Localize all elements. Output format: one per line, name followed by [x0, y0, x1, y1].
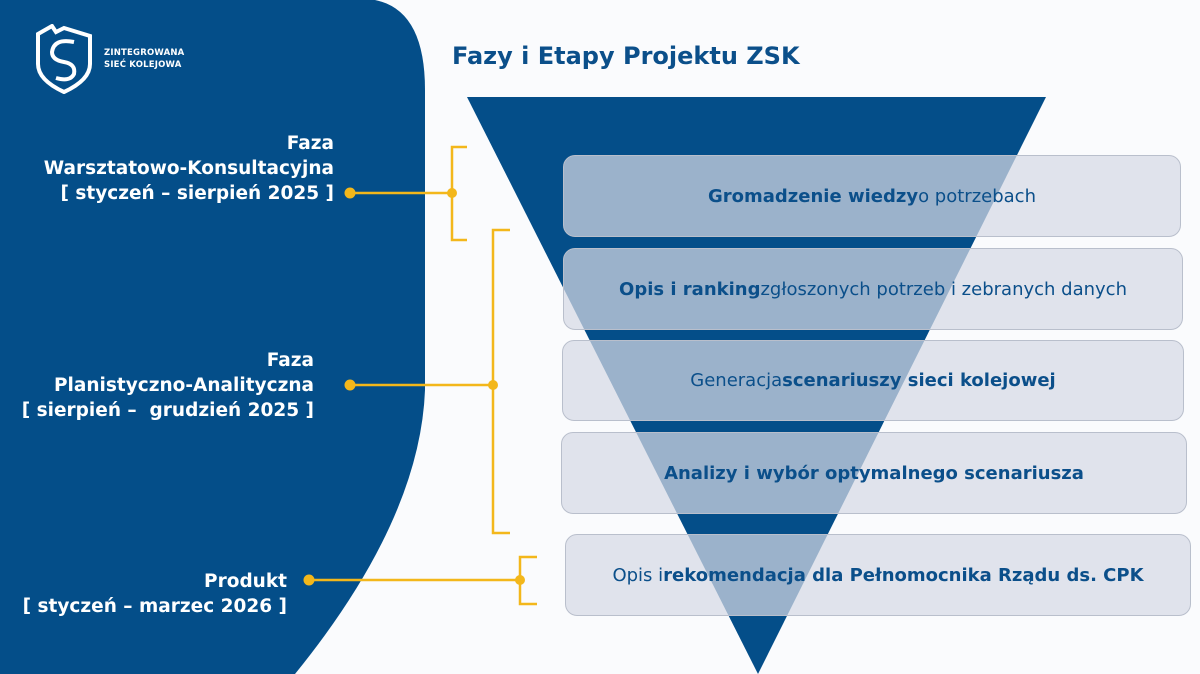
logo-line2: SIEĆ KOLEJOWA: [104, 60, 182, 70]
logo-line1: ZINTEGROWANA: [104, 48, 185, 58]
step-1: Gromadzenie wiedzy o potrzebach: [563, 155, 1181, 237]
page-title: Fazy i Etapy Projektu ZSK: [452, 42, 800, 70]
logo-shield-icon: [36, 24, 92, 94]
connector-dots: [303, 187, 525, 586]
step-4: Analizy i wybór optymalnego scenariusza: [561, 432, 1187, 514]
phase-warsztatowo: Faza Warsztatowo-Konsultacyjna [ styczeń…: [43, 133, 334, 204]
step-5: Opis i rekomendacja dla Pełnomocnika Rzą…: [565, 534, 1191, 616]
phase-planistyczno: Faza Planistyczno-Analityczna [ sierpień…: [21, 350, 314, 421]
logo: ZINTEGROWANA SIEĆ KOLEJOWA: [34, 24, 184, 94]
phase-produkt: Produkt [ styczeń – marzec 2026 ]: [22, 571, 287, 617]
blue-panel: [0, 0, 425, 674]
step-2: Opis i ranking zgłoszonych potrzeb i zeb…: [563, 248, 1183, 330]
step-3: Generacja scenariuszy sieci kolejowej: [562, 340, 1184, 421]
